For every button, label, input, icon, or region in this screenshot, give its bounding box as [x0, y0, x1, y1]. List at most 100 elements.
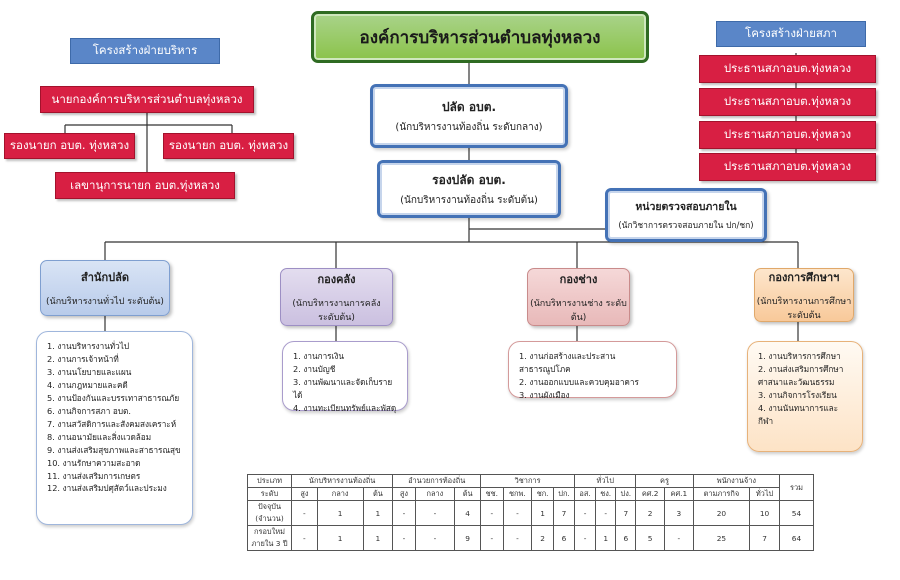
value-cell: -	[480, 500, 504, 526]
value-cell: -	[291, 525, 318, 551]
value-cell: 2	[531, 525, 554, 551]
task-item: 2. งานส่งเสริมการศึกษา ศาสนาและวัฒนธรรม	[758, 363, 844, 387]
row-label: ปัจจุบัน (จำนวน)	[247, 500, 292, 526]
level-cell: ต้น	[454, 487, 482, 501]
level-cell: ชช.	[480, 487, 504, 501]
level-header: ระดับ	[247, 487, 292, 501]
value-cell: -	[574, 525, 596, 551]
value-cell: 1	[362, 500, 394, 526]
value-cell: 7	[552, 500, 576, 526]
level-cell: กลาง	[316, 487, 364, 501]
table-row: กรอบใหม่ภายใน 3 ปี - 1 1 - - 9 - - 2 6 -…	[247, 525, 814, 551]
group-header: ทั่วไป	[574, 474, 637, 488]
value-cell: -	[594, 500, 617, 526]
department-subtitle: (นักบริหารงานช่าง ระดับต้น)	[530, 299, 627, 323]
group-header: ครู	[635, 474, 694, 488]
value-cell: 1	[531, 500, 554, 526]
task-item: 5. งานป้องกันและบรรเทาสาธารณภัย	[47, 392, 180, 403]
level-cell: สูง	[291, 487, 318, 501]
value-cell: -	[291, 500, 318, 526]
value-cell: -	[502, 500, 533, 526]
level-cell: กลาง	[414, 487, 456, 501]
level-cell: ชกพ.	[502, 487, 533, 501]
group-header: นักบริหารงานท้องถิ่น	[290, 474, 394, 488]
deputy-mayor-right-box: รองนายก อบต. ทุ่งหลวง	[163, 133, 294, 159]
value-cell: 20	[692, 500, 751, 526]
value-cell: 6	[615, 525, 637, 551]
chief-title: ปลัด อบต.	[441, 99, 497, 114]
value-cell: 1	[594, 525, 617, 551]
value-cell: -	[414, 525, 456, 551]
department-title: กองการศึกษาฯ	[768, 271, 840, 284]
task-item: 3. งานกิจการโรงเรียน	[758, 389, 837, 400]
executive-structure-label: โครงสร้างฝ่ายบริหาร	[70, 38, 220, 64]
value-cell: 6	[552, 525, 576, 551]
level-cell: ชก.	[531, 487, 554, 501]
department-education: กองการศึกษาฯ (นักบริหารงานการศึกษา ระดับ…	[754, 268, 854, 322]
level-cell: ตามภารกิจ	[692, 487, 751, 501]
chief-administrator-box: ปลัด อบต. (นักบริหารงานท้องถิ่น ระดับกลา…	[370, 84, 568, 148]
task-item: 2. งานการเจ้าหน้าที่	[47, 353, 119, 364]
council-chair-box: ประธานสภาอบต.ทุ่งหลวง	[699, 121, 876, 149]
task-item: 1. งานบริหารงานทั่วไป	[47, 341, 130, 351]
task-item: 2. งานออกแบบและควบคุมอาคาร	[519, 376, 639, 387]
level-cell: ปง.	[615, 487, 637, 501]
department-subtitle: (นักบริหารงานการศึกษา ระดับต้น	[756, 297, 852, 321]
level-cell: ปก.	[552, 487, 576, 501]
row-label-line: ภายใน 3 ปี	[251, 539, 288, 548]
council-chair-box: ประธานสภาอบต.ทุ่งหลวง	[699, 55, 876, 83]
level-cell: ต้น	[362, 487, 394, 501]
task-item: 9. งานส่งเสริมสุขภาพและสาธารณสุข	[47, 444, 181, 455]
table-header-row: ประเภท นักบริหารงานท้องถิ่น อำนวยการท้อง…	[247, 474, 814, 501]
organization-title: องค์การบริหารส่วนตำบลทุ่งหลวง	[311, 11, 649, 63]
row-label-line: ปัจจุบัน	[257, 502, 282, 511]
level-cell: คศ.1	[664, 487, 694, 501]
deputy-chief-title: รองปลัด อบต.	[432, 172, 506, 187]
task-item: 11. งานส่งเสริมการเกษตร	[47, 470, 141, 481]
department-title: สำนักปลัด	[81, 271, 129, 284]
task-item: 4. งานทะเบียนทรัพย์และพัสดุ	[293, 402, 397, 413]
audit-subtitle: (นักวิชาการตรวจสอบภายใน ปก/ชก)	[618, 221, 754, 231]
value-cell: -	[392, 525, 416, 551]
level-cell: อส.	[574, 487, 596, 501]
row-label-line: (จำนวน)	[255, 514, 284, 523]
group-header: อำนวยการท้องถิ่น	[392, 474, 482, 488]
staff-table: ประเภท นักบริหารงานท้องถิ่น อำนวยการท้อง…	[247, 474, 814, 551]
level-cell: สูง	[392, 487, 416, 501]
value-cell: 7	[615, 500, 637, 526]
type-header: ประเภท	[247, 474, 292, 488]
group-header: วิชาการ	[480, 474, 576, 488]
office-of-chief-tasks: 1. งานบริหารงานทั่วไป 2. งานการเจ้าหน้าท…	[36, 331, 193, 525]
row-label: กรอบใหม่ภายใน 3 ปี	[247, 525, 292, 551]
task-item: 4. งานนันทนาการและกีฬา	[758, 402, 839, 426]
task-item: 4. งานกฎหมายและคดี	[47, 379, 128, 390]
value-cell: -	[664, 525, 694, 551]
row-label-line: กรอบใหม่	[254, 527, 285, 536]
value-cell: 7	[749, 525, 780, 551]
task-item: 1. งานก่อสร้างและประสานสาธารณูปโภค	[519, 351, 616, 374]
value-cell: -	[480, 525, 504, 551]
task-item: 7. งานสวัสดิการและสังคมสงเคราะห์	[47, 418, 177, 429]
department-office-of-chief: สำนักปลัด (นักบริหารงานทั่วไป ระดับต้น)	[40, 260, 170, 316]
value-cell: 10	[749, 500, 780, 526]
engineering-tasks: 1. งานก่อสร้างและประสานสาธารณูปโภค 2. งา…	[508, 341, 677, 400]
department-finance: กองคลัง (นักบริหารงานการคลัง ระดับต้น)	[280, 268, 393, 326]
value-cell: 5	[635, 525, 666, 551]
finance-tasks: 1. งานการเงิน 2. งานบัญชี 3. งานพัฒนาและ…	[282, 341, 408, 413]
department-subtitle: (นักบริหารงานทั่วไป ระดับต้น)	[46, 297, 164, 307]
department-title: กองช่าง	[559, 273, 598, 286]
task-item: 3. งานนโยบายและแผน	[47, 366, 132, 377]
task-item: 1. งานบริหารการศึกษา	[758, 351, 841, 361]
council-chair-box: ประธานสภาอบต.ทุ่งหลวง	[699, 153, 876, 181]
department-title: กองคลัง	[317, 273, 356, 286]
task-item: 1. งานการเงิน	[293, 351, 344, 361]
value-cell: 2	[635, 500, 666, 526]
deputy-mayor-left-box: รองนายก อบต. ทุ่งหลวง	[4, 133, 135, 159]
value-cell: -	[574, 500, 596, 526]
audit-title: หน่วยตรวจสอบภายใน	[635, 201, 737, 213]
total-header: รวม	[779, 474, 814, 501]
deputy-chief-box: รองปลัด อบต. (นักบริหารงานท้องถิ่น ระดับ…	[377, 160, 561, 218]
total-cell: 64	[779, 525, 814, 551]
department-engineering: กองช่าง (นักบริหารงานช่าง ระดับต้น)	[527, 268, 630, 326]
task-item: 6. งานกิจการสภา อบต.	[47, 405, 131, 416]
